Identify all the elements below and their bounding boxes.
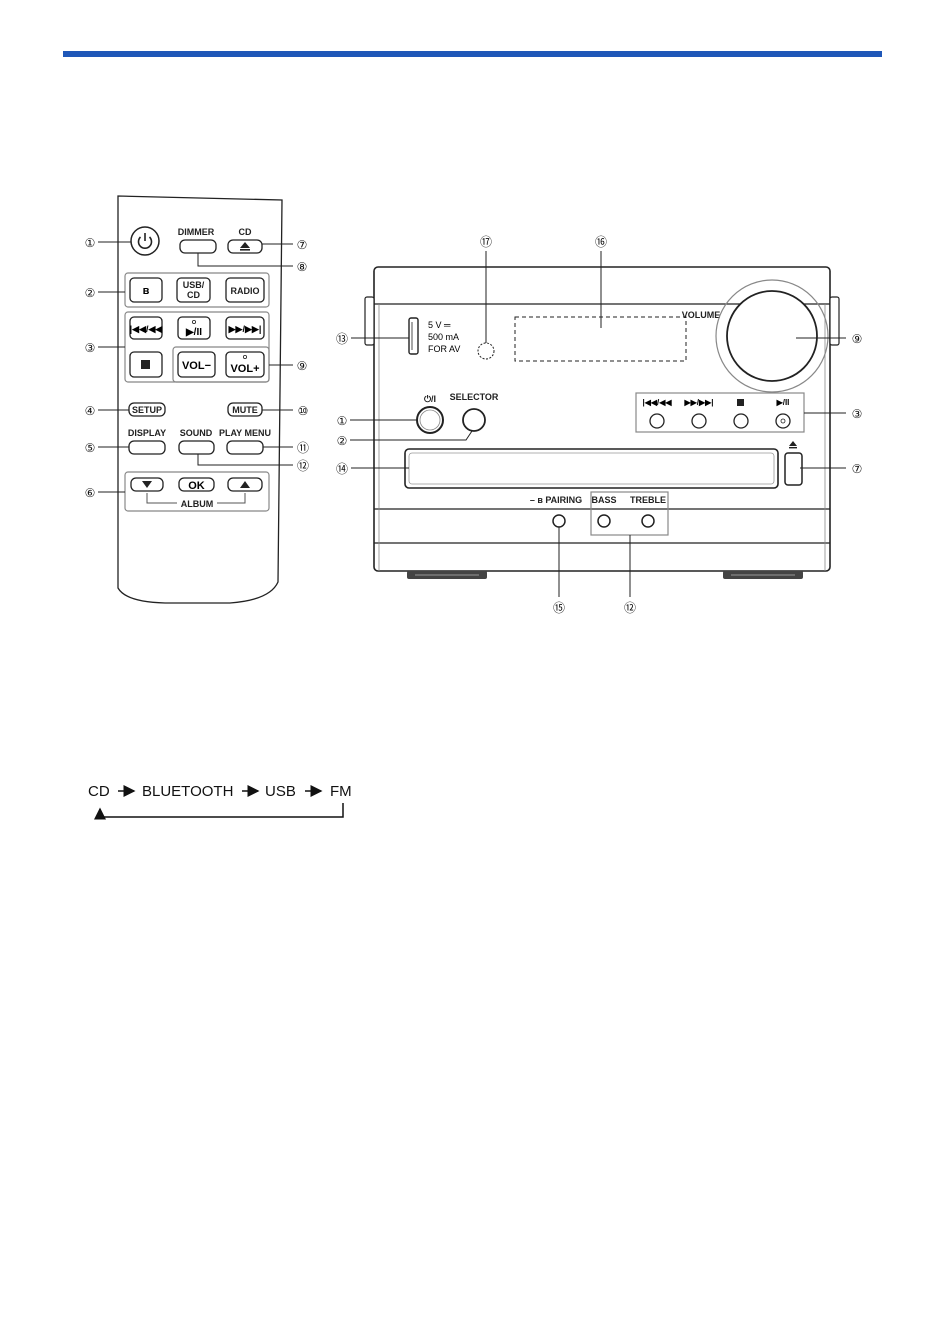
treble-label: TREBLE (630, 495, 666, 505)
pairing-button[interactable] (553, 515, 565, 527)
callout-remote-1: ① (85, 236, 96, 250)
usb-port[interactable] (409, 318, 418, 354)
radio-label: RADIO (231, 286, 260, 296)
mute-label: MUTE (232, 405, 258, 415)
callout-remote-12: ⑫ (297, 459, 309, 473)
unit-stop-button[interactable] (734, 414, 748, 428)
callout-remote-7: ⑦ (297, 238, 308, 252)
callout-unit-3: ③ (852, 407, 863, 421)
usb-cd-label-top: USB/ (183, 280, 205, 290)
callout-unit-1: ① (337, 414, 348, 428)
unit-skip-back-button[interactable] (650, 414, 664, 428)
bass-label: BASS (591, 495, 616, 505)
display-label: DISPLAY (128, 428, 166, 438)
callout-unit-9: ⑨ (852, 332, 863, 346)
source-flow: CD BLUETOOTH USB FM (88, 783, 352, 817)
ok-label: OK (188, 480, 205, 492)
bluetooth-icon: ʙ (143, 285, 150, 297)
callout-remote-10: ⑩ (298, 404, 309, 418)
volume-knob[interactable] (727, 291, 817, 381)
flow-item-bluetooth: BLUETOOTH (142, 783, 233, 800)
remote-ok-button[interactable]: OK (179, 478, 214, 492)
callout-unit-7: ⑦ (852, 462, 863, 476)
remote-bluetooth-button[interactable]: ʙ (130, 278, 162, 302)
unit-skip-forward-icon: ▶▶/▶▶| (683, 398, 713, 407)
sound-label: SOUND (180, 428, 213, 438)
remote-sound-button[interactable] (179, 441, 214, 454)
callout-remote-9: ⑨ (297, 359, 308, 373)
pairing-label: – ʙ PAIRING (530, 495, 582, 505)
cd-slot (405, 449, 778, 488)
callout-remote-8: ⑧ (297, 260, 308, 274)
callout-remote-4: ④ (85, 404, 96, 418)
flow-return-arrow (100, 803, 343, 817)
unit-eject-button[interactable] (785, 453, 802, 485)
volume-label: VOLUME (682, 310, 721, 320)
dimmer-label: DIMMER (178, 227, 215, 237)
unit-skip-forward-button[interactable] (692, 414, 706, 428)
usb-label-line1: 5 V ═ (428, 320, 451, 330)
unit-power-label: ⏻/I (424, 394, 436, 404)
unit-skip-back-icon: |◀◀/◀◀ (642, 398, 672, 407)
remote-control (118, 196, 282, 603)
callout-unit-17: ⑰ (480, 235, 492, 249)
flow-item-fm: FM (330, 783, 352, 800)
unit-play-pause-button[interactable] (776, 414, 790, 428)
callout-unit-13: ⑬ (336, 332, 348, 346)
usb-cd-label-bottom: CD (187, 290, 200, 300)
remote-stop-button[interactable] (130, 352, 162, 377)
callout-remote-6: ⑥ (85, 486, 96, 500)
flow-item-cd: CD (88, 783, 110, 800)
remote-cd-eject-button[interactable] (228, 240, 262, 253)
remote-down-button[interactable] (131, 478, 163, 491)
callout-unit-15: ⑮ (553, 601, 565, 615)
remote-power-button[interactable] (131, 227, 159, 255)
remote-skip-back-button[interactable]: |◀◀/◀◀ (130, 317, 164, 339)
unit-power-button[interactable] (417, 407, 443, 433)
stop-icon (141, 360, 150, 369)
remote-play-pause-button[interactable]: ▶/II (178, 317, 210, 339)
usb-label-line3: FOR AV (428, 344, 460, 354)
remote-dimmer-button[interactable] (180, 240, 216, 253)
bass-button[interactable] (598, 515, 610, 527)
remote-vol-up-button[interactable]: VOL+ (226, 352, 264, 377)
unit-selector-button[interactable] (463, 409, 485, 431)
selector-label: SELECTOR (450, 392, 499, 402)
remote-mute-button[interactable]: MUTE (228, 403, 262, 416)
remote-display-button[interactable] (129, 441, 165, 454)
remote-play-menu-button[interactable] (227, 441, 263, 454)
album-label: ALBUM (181, 499, 214, 509)
usb-label-line2: 500 mA (428, 332, 459, 342)
flow-item-usb: USB (265, 783, 296, 800)
play-pause-icon: ▶/II (185, 327, 202, 338)
vol-plus-label: VOL+ (230, 363, 259, 375)
treble-button[interactable] (642, 515, 654, 527)
unit-stop-icon (737, 399, 744, 406)
callout-remote-2: ② (85, 286, 96, 300)
play-menu-label: PLAY MENU (219, 428, 271, 438)
vol-minus-label: VOL− (182, 360, 211, 372)
callout-remote-11: ⑪ (297, 441, 309, 455)
callout-unit-14: ⑭ (336, 462, 348, 476)
unit-play-pause-icon: ▶/II (776, 398, 790, 407)
setup-label: SETUP (132, 405, 162, 415)
remote-usb-cd-button[interactable]: USB/ CD (177, 278, 210, 302)
remote-vol-down-button[interactable]: VOL− (178, 352, 215, 377)
cd-label: CD (239, 227, 252, 237)
callout-remote-5: ⑤ (85, 441, 96, 455)
remote-radio-button[interactable]: RADIO (226, 278, 264, 302)
skip-back-icon: |◀◀/◀◀ (130, 324, 164, 334)
callout-unit-12: ⑫ (624, 601, 636, 615)
callout-remote-3: ③ (85, 341, 96, 355)
remote-skip-forward-button[interactable]: ▶▶/▶▶| (226, 317, 264, 339)
callout-unit-16: ⑯ (595, 235, 607, 249)
remote-setup-button[interactable]: SETUP (129, 403, 165, 416)
callout-unit-2: ② (337, 434, 348, 448)
skip-forward-icon: ▶▶/▶▶| (228, 324, 262, 334)
remote-up-button[interactable] (228, 478, 262, 491)
